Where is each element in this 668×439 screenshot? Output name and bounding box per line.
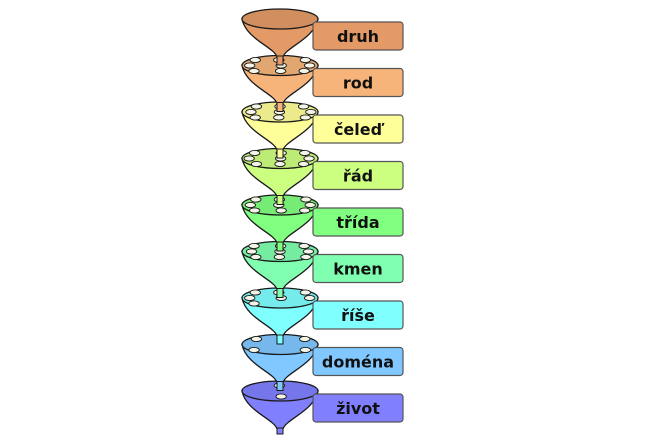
rim-hole: [299, 346, 312, 354]
funnel-spout: [276, 241, 284, 252]
funnel-spout: [276, 55, 284, 66]
rank-label-background: [312, 300, 404, 330]
rank-label-box-6: kmen: [312, 253, 404, 284]
rim-hole: [248, 346, 260, 354]
rim-hole: [248, 67, 260, 75]
rim-hole: [304, 201, 316, 209]
funnel-spout: [276, 288, 284, 298]
rim-hole: [249, 114, 261, 121]
rank-label-background: [312, 207, 404, 237]
rank-label-box-7: říše: [312, 300, 404, 330]
rim-hole: [298, 242, 310, 250]
rank-label: doména: [322, 353, 394, 372]
rim-hole: [248, 300, 260, 307]
rim-hole: [299, 114, 312, 121]
rim-hole: [245, 108, 257, 116]
funnel-1: [241, 8, 319, 66]
rank-label-box-3: čeleď: [312, 114, 404, 144]
rim-hole: [248, 242, 260, 250]
rim-hole: [303, 294, 316, 302]
rim-hole: [250, 196, 262, 203]
rank-label: rod: [343, 74, 373, 93]
rim-hole: [244, 294, 256, 302]
rim-hole: [273, 253, 286, 261]
rim-hole: [305, 108, 317, 116]
rim-hole: [303, 155, 315, 162]
rim-hole: [245, 248, 258, 255]
rim-hole: [302, 248, 315, 255]
rim-hole: [250, 103, 263, 110]
rank-label: život: [336, 399, 380, 418]
rank-label-background: [312, 160, 404, 191]
rim-hole: [297, 160, 310, 168]
funnel-6: [241, 240, 319, 298]
rank-label: druh: [337, 27, 379, 46]
rank-label: třída: [336, 213, 379, 232]
rim-hole: [250, 160, 263, 168]
rim-hole: [297, 103, 310, 110]
rim-hole: [300, 196, 312, 203]
rim-hole: [249, 289, 261, 296]
rim-hole: [299, 56, 312, 64]
rank-label-box-1: druh: [312, 21, 404, 51]
rim-hole: [248, 149, 261, 157]
rim-hole: [244, 201, 257, 209]
rank-label-box-4: řád: [312, 160, 404, 191]
rim-hole: [275, 207, 287, 214]
rim-hole: [274, 67, 287, 75]
rim-hole: [244, 62, 256, 69]
rank-label-box-9: život: [312, 393, 404, 423]
funnel-rim: [241, 8, 319, 30]
rim-hole: [250, 335, 263, 343]
rim-hole: [299, 207, 311, 214]
rank-label-background: [312, 393, 404, 423]
funnel-spout: [276, 381, 284, 391]
rank-label: řád: [343, 167, 373, 186]
rank-label-background: [312, 67, 404, 98]
rank-label: říše: [341, 306, 375, 325]
rim-hole: [248, 207, 261, 214]
funnel-spout: [276, 195, 284, 205]
funnel-spout: [276, 102, 284, 112]
rim-hole: [299, 335, 311, 343]
funnel-spout: [276, 334, 284, 345]
rim-hole: [275, 393, 287, 400]
rim-hole: [298, 67, 310, 75]
rim-hole: [243, 155, 255, 162]
rank-label-box-5: třída: [312, 207, 404, 237]
rank-label-background: [312, 114, 404, 144]
rank-label: čeleď: [334, 120, 385, 139]
rim-hole: [299, 149, 311, 157]
rank-label-background: [312, 253, 404, 284]
rim-hole: [303, 62, 316, 69]
funnel-spout: [276, 148, 284, 159]
rim-hole: [300, 253, 312, 261]
rank-label-box-2: rod: [312, 67, 404, 98]
rim-hole: [249, 56, 261, 64]
rank-label-box-8: doména: [312, 346, 404, 377]
rank-label-background: [312, 346, 404, 377]
rim-hole: [273, 114, 285, 121]
rim-hole: [299, 289, 312, 296]
rim-hole: [250, 253, 262, 261]
rim-hole: [274, 160, 286, 168]
rank-label: kmen: [333, 260, 383, 279]
funnel-spout: [276, 427, 284, 435]
rank-label-background: [312, 21, 404, 51]
